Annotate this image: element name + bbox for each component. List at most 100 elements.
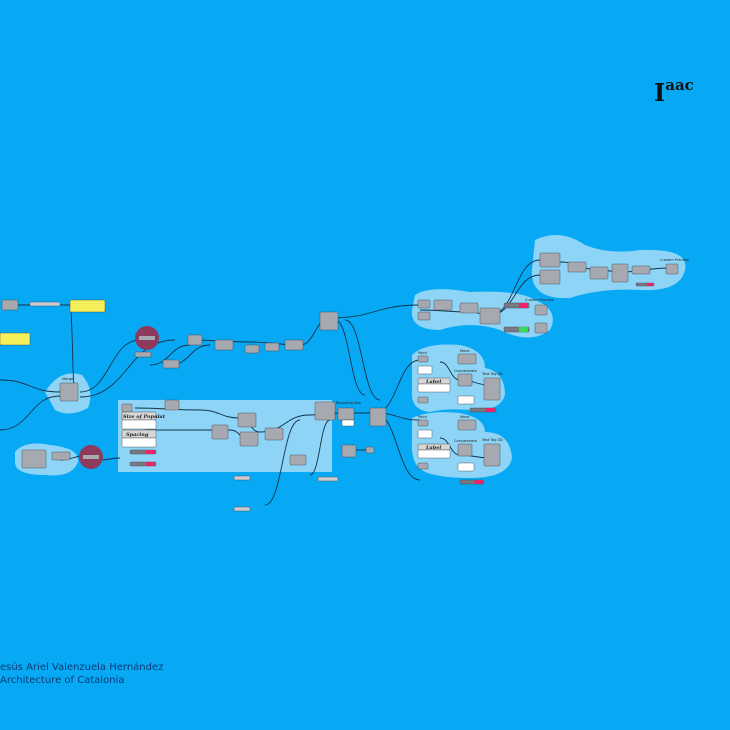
text-panel xyxy=(417,449,451,459)
nodes xyxy=(0,252,679,512)
slider-grip[interactable] xyxy=(646,283,654,286)
wire xyxy=(79,339,141,393)
component-node[interactable] xyxy=(483,377,501,401)
component-node[interactable] xyxy=(417,419,429,427)
text-panel xyxy=(417,365,433,375)
wire xyxy=(439,361,461,381)
cluster-node-body[interactable] xyxy=(139,336,155,340)
component-node[interactable] xyxy=(214,339,234,351)
component-node[interactable] xyxy=(457,373,473,387)
wire xyxy=(0,379,61,393)
node-label-custom-preview-1[interactable]: Custom Preview xyxy=(525,298,554,302)
node-label-concatenate-2[interactable]: Concatenate xyxy=(454,439,478,443)
wire xyxy=(329,304,421,319)
component-node[interactable] xyxy=(534,322,548,334)
component-node[interactable] xyxy=(479,307,501,325)
component-node[interactable] xyxy=(187,334,203,346)
component-node[interactable] xyxy=(264,342,280,352)
wire xyxy=(334,319,366,396)
component-node[interactable] xyxy=(211,424,229,440)
group-blob xyxy=(531,235,686,299)
slider-grip[interactable] xyxy=(519,327,528,332)
component-node[interactable] xyxy=(237,412,257,428)
component-node[interactable] xyxy=(417,299,431,309)
component-node[interactable] xyxy=(59,382,79,402)
component-node[interactable] xyxy=(51,451,71,461)
component-node[interactable] xyxy=(457,419,477,431)
node-label-spacing[interactable]: Spacing xyxy=(126,432,149,438)
slider-grip[interactable] xyxy=(145,462,155,466)
node-label-merge[interactable]: Merge xyxy=(62,377,74,381)
text-panel xyxy=(457,462,475,472)
text-panel xyxy=(417,429,433,439)
text-panel xyxy=(121,419,157,430)
component-node[interactable] xyxy=(121,403,133,413)
component-node[interactable] xyxy=(341,444,357,458)
slider-grip[interactable] xyxy=(145,450,155,454)
label-bar xyxy=(317,476,339,482)
slider-grip[interactable] xyxy=(474,480,483,484)
component-node[interactable] xyxy=(417,462,429,470)
component-node[interactable] xyxy=(284,339,304,351)
component-node[interactable] xyxy=(417,396,429,404)
component-node[interactable] xyxy=(369,407,387,427)
text-panel xyxy=(417,383,451,393)
component-node[interactable] xyxy=(21,449,47,469)
wire xyxy=(79,339,176,398)
node-label-point-1[interactable]: Point xyxy=(418,351,428,355)
component-node[interactable] xyxy=(319,311,339,331)
component-node[interactable] xyxy=(631,265,651,275)
text-panel xyxy=(457,395,475,405)
component-node[interactable] xyxy=(314,401,336,421)
component-node[interactable] xyxy=(164,399,180,411)
iaac-logo: Iaac xyxy=(654,76,694,107)
label-bar xyxy=(233,475,251,481)
component-node[interactable] xyxy=(483,443,501,467)
yellow-panel xyxy=(69,299,106,313)
node-label-move-1[interactable]: Move xyxy=(460,349,470,353)
node-label-point-2[interactable]: Point xyxy=(418,415,428,419)
node-label-concatenate-1[interactable]: Concatenate xyxy=(454,369,478,373)
text-panel xyxy=(121,437,157,448)
component-node[interactable] xyxy=(589,266,609,280)
wire xyxy=(99,457,121,461)
component-node[interactable] xyxy=(457,443,473,457)
component-node[interactable] xyxy=(433,299,453,311)
component-node[interactable] xyxy=(162,359,180,369)
component-node[interactable] xyxy=(417,355,429,363)
component-node[interactable] xyxy=(134,351,152,358)
component-node[interactable] xyxy=(539,252,561,268)
node-label-size-of-population[interactable]: Size of Populat xyxy=(123,414,166,420)
component-node[interactable] xyxy=(534,304,548,316)
node-label-label-2[interactable]: Label xyxy=(425,445,441,451)
cluster-node-body[interactable] xyxy=(83,455,99,459)
label-bar xyxy=(29,301,61,307)
component-node[interactable] xyxy=(539,269,561,285)
component-node[interactable] xyxy=(337,407,355,421)
component-node[interactable] xyxy=(459,302,479,314)
component-node[interactable] xyxy=(365,446,375,454)
component-node[interactable] xyxy=(417,311,431,321)
node-label-text-tag-2[interactable]: Text Tag 3D xyxy=(481,438,503,442)
component-node[interactable] xyxy=(244,344,260,354)
node-label-move-2[interactable]: Move xyxy=(460,415,470,419)
node-label-label-1[interactable]: Label xyxy=(425,379,441,385)
node-label-custom-preview-2[interactable]: Custom Preview xyxy=(660,258,689,262)
slider-grip[interactable] xyxy=(485,408,495,412)
wire xyxy=(264,419,301,506)
node-label-bounding-box[interactable]: Bounding Box xyxy=(336,401,362,405)
component-node[interactable] xyxy=(264,427,284,441)
component-node[interactable] xyxy=(567,261,587,273)
wire xyxy=(0,395,61,431)
node-label-text-tag-1[interactable]: Text Tag 3D xyxy=(481,372,503,376)
component-node[interactable] xyxy=(289,454,307,466)
slider-grip[interactable] xyxy=(519,303,528,308)
label-bar xyxy=(233,506,251,512)
component-node[interactable] xyxy=(665,263,679,275)
component-node[interactable] xyxy=(1,299,19,311)
component-node[interactable] xyxy=(611,263,629,283)
component-node[interactable] xyxy=(457,353,477,365)
component-node[interactable] xyxy=(239,431,259,447)
